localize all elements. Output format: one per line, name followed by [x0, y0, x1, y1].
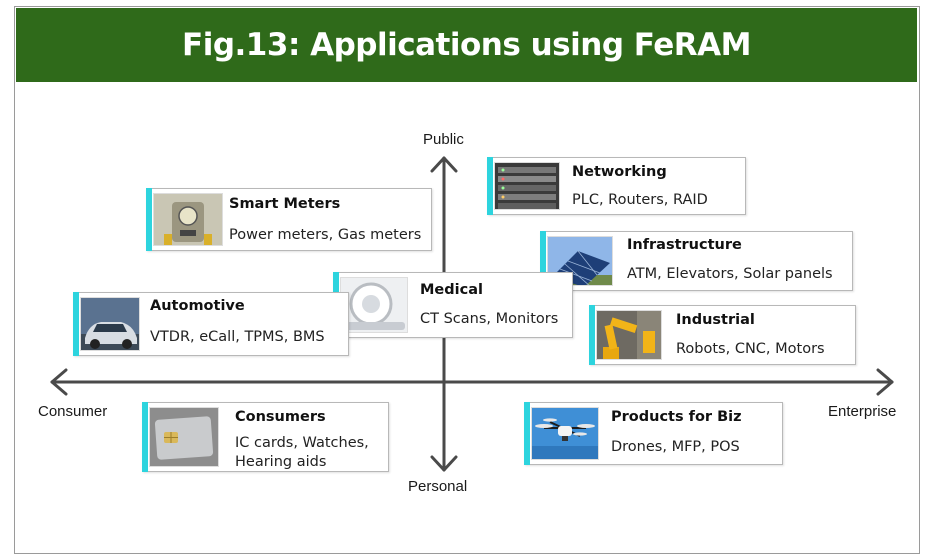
card-title: Networking: [572, 164, 667, 180]
card-products-for-biz: Products for Biz Drones, MFP, POS: [524, 402, 783, 465]
card-automotive: Automotive VTDR, eCall, TPMS, BMS: [73, 292, 349, 356]
card-title: Consumers: [235, 409, 326, 425]
ct-scanner-icon: [340, 277, 408, 333]
card-title: Products for Biz: [611, 409, 742, 425]
card-title: Medical: [420, 282, 483, 298]
drone-icon: [531, 407, 599, 460]
ic-card-icon: [149, 407, 219, 467]
card-accent: [73, 292, 79, 356]
card-description: Power meters, Gas meters: [229, 227, 422, 243]
card-title: Infrastructure: [627, 237, 742, 253]
card-medical: Medical CT Scans, Monitors: [333, 272, 573, 338]
card-description: ATM, Elevators, Solar panels: [627, 266, 833, 282]
card-description: Robots, CNC, Motors: [676, 341, 825, 357]
right-arrowhead: [876, 368, 894, 396]
card-description: CT Scans, Monitors: [420, 311, 559, 327]
axis-label-personal: Personal: [408, 478, 468, 495]
axis-label-enterprise: Enterprise: [828, 403, 897, 420]
card-infrastructure: Infrastructure ATM, Elevators, Solar pan…: [540, 231, 853, 291]
card-description: VTDR, eCall, TPMS, BMS: [150, 329, 325, 345]
figure-title: Fig.13: Applications using FeRAM: [182, 27, 751, 63]
card-industrial: Industrial Robots, CNC, Motors: [589, 305, 856, 365]
up-arrowhead: [430, 156, 458, 173]
card-consumers: Consumers IC cards, Watches, Hearing aid…: [142, 402, 389, 472]
axis-label-consumer: Consumer: [38, 403, 108, 420]
card-smart-meters: Smart Meters Power meters, Gas meters: [146, 188, 432, 251]
card-accent: [540, 231, 546, 291]
server-rack-icon: [494, 162, 560, 210]
card-title: Automotive: [150, 298, 245, 314]
card-title: Industrial: [676, 312, 755, 328]
card-accent: [146, 188, 152, 251]
card-accent: [142, 402, 148, 472]
card-title: Smart Meters: [229, 196, 341, 212]
robot-arm-icon: [596, 310, 662, 360]
car-icon: [80, 297, 140, 351]
down-arrowhead: [430, 455, 458, 472]
card-description-line2: Hearing aids: [235, 454, 327, 470]
card-accent: [589, 305, 595, 365]
card-description-line1: IC cards, Watches,: [235, 435, 369, 451]
meter-icon: [153, 193, 223, 246]
card-accent: [524, 402, 530, 465]
card-description: Drones, MFP, POS: [611, 439, 740, 455]
left-arrowhead: [50, 368, 68, 396]
card-accent: [487, 157, 493, 215]
card-networking: Networking PLC, Routers, RAID: [487, 157, 746, 215]
axis-label-public: Public: [423, 131, 464, 148]
card-description: PLC, Routers, RAID: [572, 192, 708, 208]
title-bar: Fig.13: Applications using FeRAM: [16, 8, 917, 82]
